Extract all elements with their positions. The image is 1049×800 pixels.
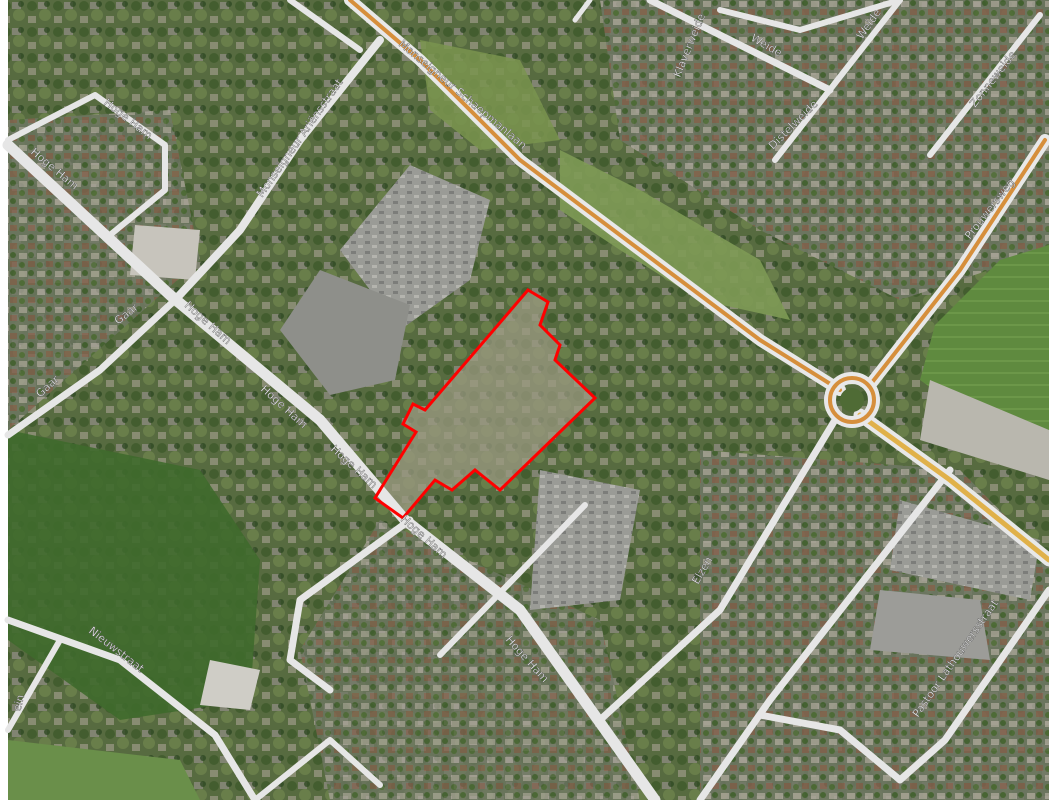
parcel-ground — [375, 290, 595, 518]
parking-and-roofs — [130, 165, 1049, 710]
parcel-outline[interactable] — [372, 288, 598, 521]
main-roads — [344, 0, 1049, 567]
street-label-hein-fragment[interactable]: ein — [10, 693, 27, 713]
roundabout — [824, 372, 880, 428]
green-areas — [8, 40, 790, 800]
